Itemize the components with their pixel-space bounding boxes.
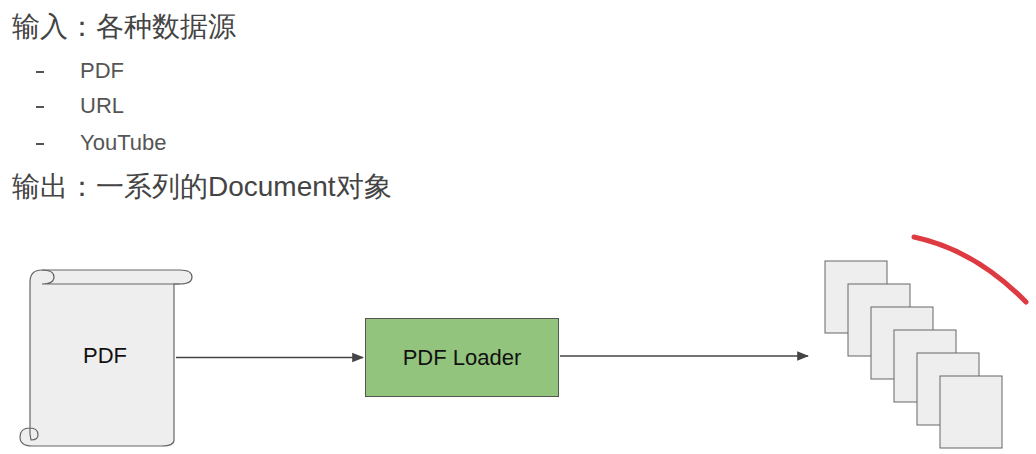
scroll-document: PDF (18, 266, 192, 446)
scroll-body (20, 270, 192, 446)
node-label: PDF (83, 343, 127, 369)
input-heading: 输入：各种数据源 (12, 8, 236, 46)
node-label: PDF Loader (403, 345, 522, 371)
output-arrow (560, 355, 808, 357)
output-heading: 输出：一系列的Document对象 (12, 168, 392, 206)
process-box: PDF Loader (365, 318, 559, 397)
list-item: YouTube (80, 130, 166, 156)
document-page (940, 376, 1002, 448)
list-bullets (36, 72, 44, 144)
list-item: PDF (80, 58, 124, 84)
list-item: URL (80, 93, 124, 119)
scroll-curl (42, 270, 180, 284)
red-stroke (914, 237, 1026, 302)
flow-arrow (176, 357, 363, 359)
document-stack (825, 261, 1002, 448)
